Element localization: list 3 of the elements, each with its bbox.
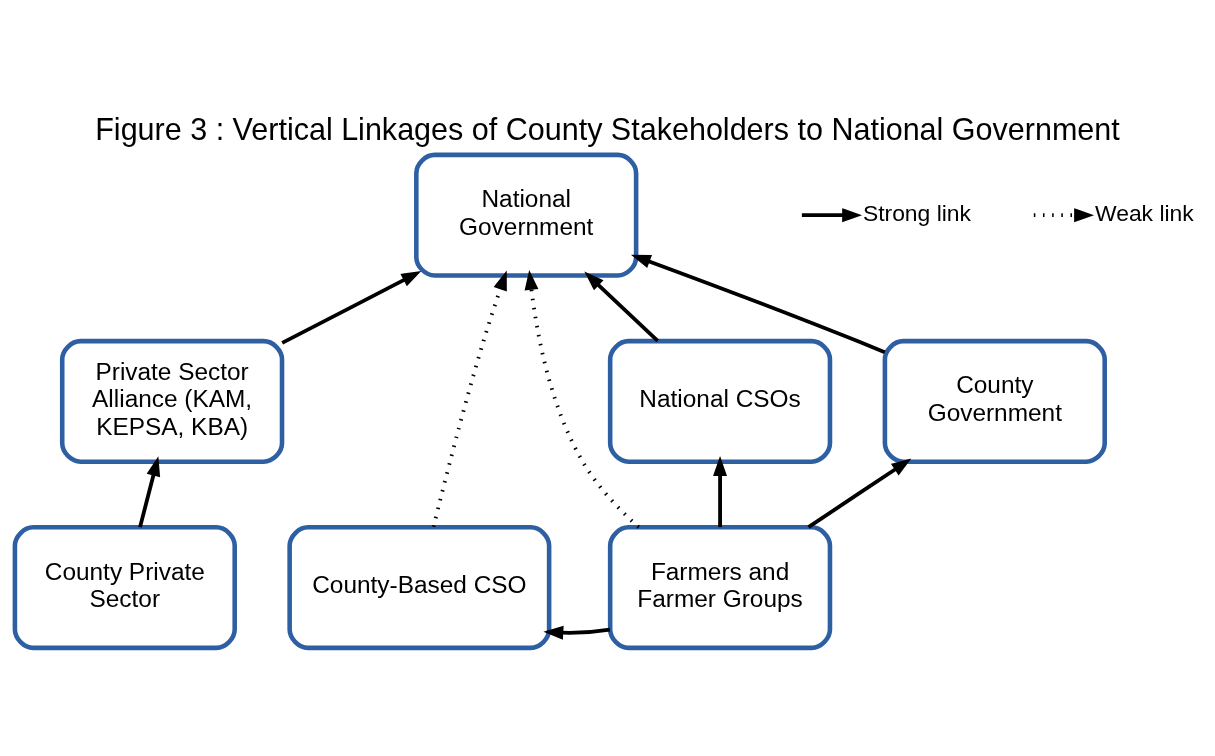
legend-label: Strong link [862,199,971,226]
legend-label: Weak link [1095,199,1194,226]
diagram-title: Figure 3 : Vertical Linkages of County Stakeholders to National Government [95,111,1120,146]
